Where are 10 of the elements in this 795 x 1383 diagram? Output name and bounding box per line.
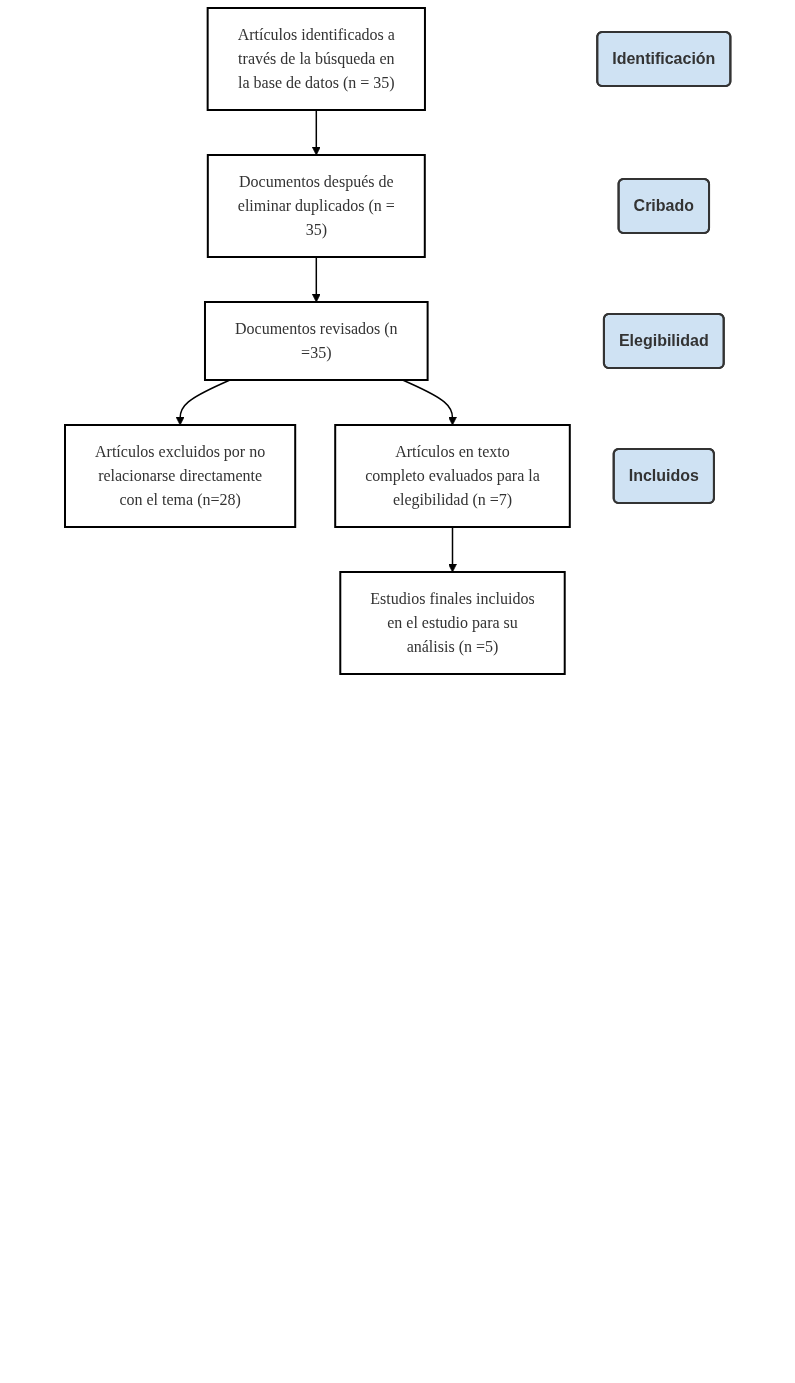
node-box: Artículos identificados a través de la búsqueda en la base de datos (n = 35): [206, 7, 426, 111]
node-box: Documentos revisados (n =35): [203, 301, 429, 381]
arrow: [175, 379, 231, 426]
node-box: Artículos en texto completo evaluados para la elegibilidad (n =7): [334, 424, 571, 528]
node-box: Estudios finales incluidos en el estudio para su análisis (n =5): [339, 571, 566, 675]
node-box: Documentos después de eliminar duplicados (n = 35): [206, 154, 426, 258]
arrow: [311, 256, 321, 303]
arrow: [311, 109, 321, 156]
arrow: [447, 526, 457, 573]
node-box: Artículos excluidos por no relacionarse directamente con el tema (n=28): [63, 424, 296, 528]
